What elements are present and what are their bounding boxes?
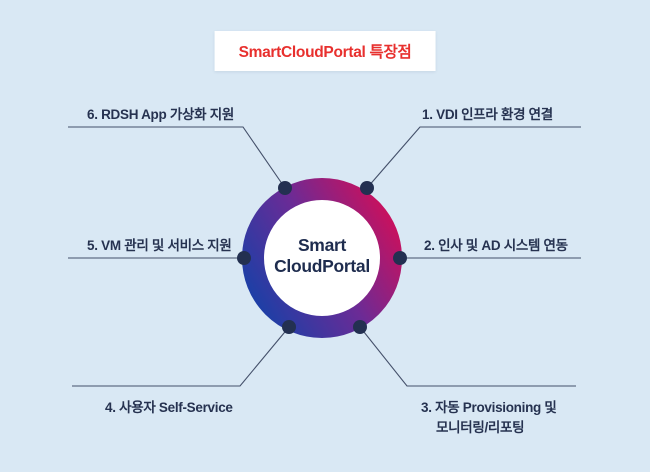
- feature-label-6: 6. RDSH App 가상화 지원: [87, 107, 234, 122]
- feature-label-2: 2. 인사 및 AD 시스템 연동: [424, 238, 568, 253]
- connector-line-1: [366, 126, 581, 189]
- connector-dot-6: [278, 181, 292, 195]
- center-label-line2: CloudPortal: [274, 256, 370, 277]
- connector-line-6: [68, 126, 286, 189]
- connector-dot-5: [237, 251, 251, 265]
- connector-dot-3: [353, 320, 367, 334]
- title-text: SmartCloudPortal 특장점: [238, 44, 412, 61]
- feature-label-4: 4. 사용자 Self-Service: [105, 400, 233, 415]
- feature-label-3-line2: 모니터링/리포팅: [436, 419, 525, 435]
- center-label-line1: Smart: [297, 235, 347, 255]
- title-badge: SmartCloudPortal 특장점: [214, 31, 436, 71]
- connector-dot-1: [360, 181, 374, 195]
- connector-dot-4: [282, 320, 296, 334]
- connector-line-4: [72, 326, 290, 387]
- connector-line-3: [359, 326, 576, 387]
- feature-label-1: 1. VDI 인프라 환경 연결: [422, 107, 553, 122]
- center-label: Smart CloudPortal: [252, 235, 392, 278]
- feature-label-3: 3. 자동 Provisioning 및 모니터링/리포팅: [421, 398, 557, 437]
- gradient-ring: [242, 178, 402, 338]
- feature-label-3-line1: 3. 자동 Provisioning 및: [421, 400, 557, 415]
- connector-dot-2: [393, 251, 407, 265]
- feature-label-5: 5. VM 관리 및 서비스 지원: [87, 238, 232, 253]
